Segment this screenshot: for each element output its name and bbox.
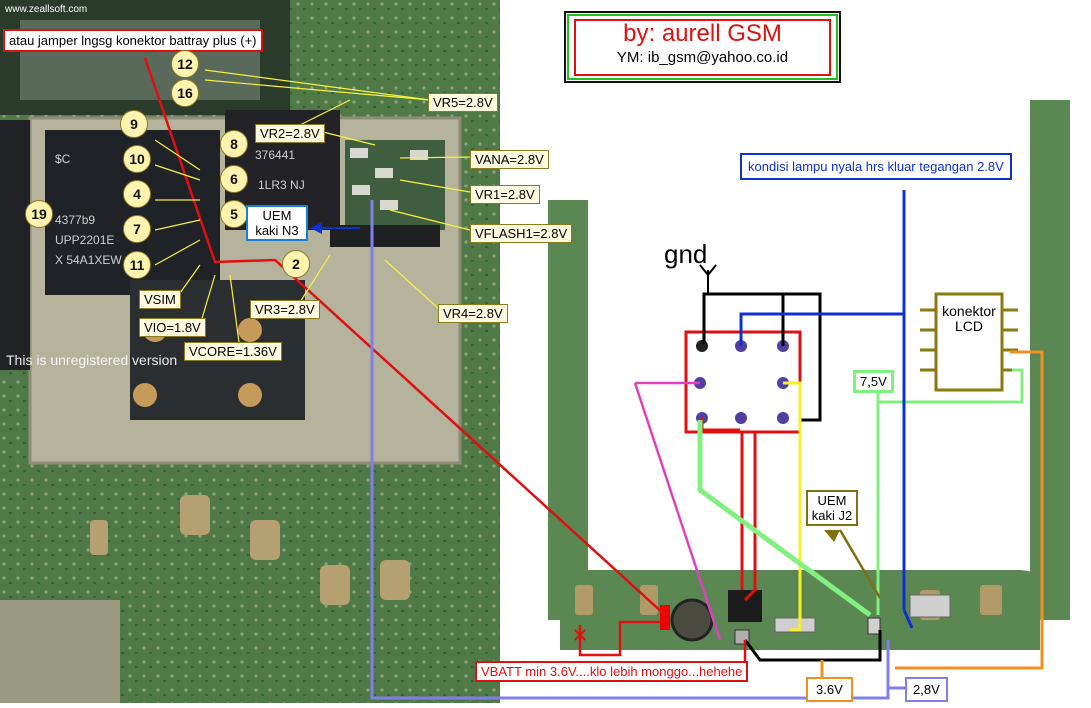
wires <box>143 57 1044 700</box>
vr1-label: VR1=2.8V <box>470 185 540 204</box>
unregistered-watermark: This is unregistered version <box>6 352 178 368</box>
wire-blue <box>739 190 906 346</box>
lcd-line2: LCD <box>954 318 983 334</box>
uem-n3-line2: kaki N3 <box>255 223 299 238</box>
lcd-line1: konektor <box>942 303 996 319</box>
pin-2: 2 <box>282 250 310 278</box>
uem-j2-line1: UEM <box>817 493 847 508</box>
vr3-label: VR3=2.8V <box>250 300 320 319</box>
uem-j2-line2: kaki J2 <box>811 508 853 523</box>
wire-red-main <box>743 432 757 602</box>
chip-mark-6: X 54A1XEW <box>55 253 122 267</box>
chip-mark-1: 376441 <box>255 148 296 162</box>
vr2-label: VR2=2.8V <box>255 124 325 143</box>
pin-6: 6 <box>220 165 248 193</box>
vbatt-note: VBATT min 3.6V....klo lebih monggo...heh… <box>475 661 749 682</box>
chip-mark-3: $C <box>55 152 71 166</box>
wire-green <box>697 420 872 618</box>
uem-n3-line1: UEM <box>262 208 292 223</box>
black-chip <box>728 590 762 622</box>
ground-symbol <box>699 264 717 295</box>
pin-16: 16 <box>171 79 199 107</box>
wire-red-jumper <box>143 57 666 616</box>
rail-3-6v: 3.6V <box>806 677 853 702</box>
site-url: www.zeallsoft.com <box>3 2 90 17</box>
chip-mark-4: 4377b9 <box>55 213 96 227</box>
pin-19: 19 <box>25 200 53 228</box>
lamp-note: kondisi lampu nyala hrs kluar tegangan 2… <box>740 153 1012 180</box>
vibra-motor <box>670 598 714 642</box>
vr4-label: VR4=2.8V <box>438 304 508 323</box>
pad-gold-2 <box>238 318 262 342</box>
uem-n3-box: UEM kaki N3 <box>246 205 308 241</box>
pin-9: 9 <box>120 110 148 138</box>
vcore-label: VCORE=1.36V <box>184 342 282 361</box>
pin-5: 5 <box>220 200 248 228</box>
rail-2-8v: 2,8V <box>905 677 948 702</box>
chip-mark-5: UPP2201E <box>55 233 115 247</box>
vr5-label: VR5=2.8V <box>428 93 498 112</box>
wire-black-gnd <box>702 292 822 422</box>
pin-8: 8 <box>220 130 248 158</box>
gnd-label: gnd <box>664 239 708 269</box>
wire-yellow <box>783 381 802 632</box>
jumper-note: atau jamper lngsg konektor battray plus … <box>3 29 263 52</box>
author-contact: YM: ib_gsm@yahoo.co.id <box>616 49 789 66</box>
vana-label: VANA=2.8V <box>470 150 549 169</box>
vflash1-label: VFLASH1=2.8V <box>470 224 573 243</box>
vsim-label: VSIM <box>139 290 181 309</box>
lcd-connector-label: konektor LCD <box>936 304 1002 334</box>
chip-mark-2: 1LR3 NJ <box>258 178 305 192</box>
lcd-connector <box>920 292 1018 392</box>
title-frame <box>564 11 841 83</box>
vio-label: VIO=1.8V <box>139 318 206 337</box>
uem-j2-box: UEM kaki J2 <box>806 490 858 526</box>
pin-11: 11 <box>123 251 151 279</box>
connector-pads <box>684 330 802 434</box>
pin-12: 12 <box>171 50 199 78</box>
pin-7: 7 <box>123 215 151 243</box>
author-title: by: aurell GSM <box>623 20 782 47</box>
rail-7-5v: 7,5V <box>853 370 894 393</box>
pin-4: 4 <box>123 180 151 208</box>
pin-10: 10 <box>123 145 151 173</box>
wire-orange <box>895 350 1044 670</box>
wire-lavender <box>370 200 890 700</box>
pad-gold-4 <box>238 383 262 407</box>
pad-gold-3 <box>133 383 157 407</box>
